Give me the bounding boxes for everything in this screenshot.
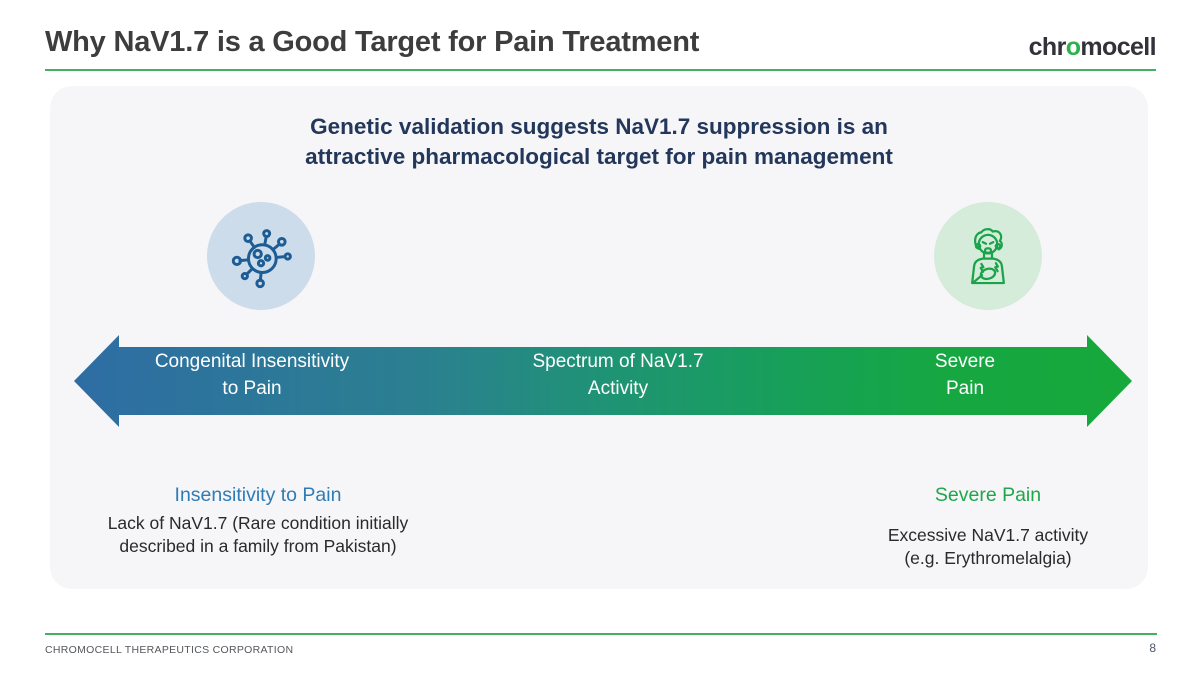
severe-pain-body: Excessive NaV1.7 activity (e.g. Erythrom… bbox=[798, 524, 1178, 570]
insensitivity-to-pain-block: Insensitivity to Pain Lack of NaV1.7 (Ra… bbox=[68, 484, 448, 558]
person-in-pain-icon bbox=[971, 228, 1005, 285]
arrow-label-spectrum: Spectrum of NaV1.7 Activity bbox=[468, 348, 768, 402]
chromocell-logo: chromocell bbox=[1028, 33, 1157, 62]
panel-headline: Genetic validation suggests NaV1.7 suppr… bbox=[50, 112, 1148, 172]
pain-person-icon-circle bbox=[934, 202, 1042, 310]
molecule-icon bbox=[231, 229, 292, 289]
logo-accent-o: o bbox=[1065, 33, 1081, 61]
title-underline bbox=[45, 69, 1156, 71]
severe-pain-block: Severe Pain Excessive NaV1.7 activity (e… bbox=[798, 484, 1178, 570]
arrow-label-severe-pain: Severe Pain bbox=[815, 348, 1115, 402]
arrow-label-right-line1: Severe bbox=[934, 351, 996, 372]
molecule-icon-circle bbox=[207, 202, 315, 310]
arrow-label-center-line1: Spectrum of NaV1.7 bbox=[532, 351, 704, 372]
severe-pain-body-line2: (e.g. Erythromelalgia) bbox=[904, 548, 1072, 568]
spectrum-arrow bbox=[74, 335, 1132, 427]
arrow-label-center-line2: Activity bbox=[587, 378, 649, 399]
arrow-label-right-line2: Pain bbox=[945, 378, 985, 399]
logo-part2: mocell bbox=[1080, 33, 1156, 61]
content-panel: Genetic validation suggests NaV1.7 suppr… bbox=[50, 86, 1148, 589]
arrow-label-congenital-insensitivity: Congenital Insensitivity to Pain bbox=[102, 348, 402, 402]
severe-pain-body-line1: Excessive NaV1.7 activity bbox=[887, 525, 1089, 545]
logo-part1: chr bbox=[1028, 33, 1067, 61]
severe-pain-heading: Severe Pain bbox=[934, 484, 1042, 506]
footer-rule bbox=[45, 633, 1157, 635]
insensitivity-heading: Insensitivity to Pain bbox=[174, 484, 342, 506]
insensitivity-body: Lack of NaV1.7 (Rare condition initially… bbox=[68, 512, 448, 558]
double-arrow-shape bbox=[74, 335, 1132, 427]
arrow-label-left-line1: Congenital Insensitivity bbox=[154, 351, 350, 372]
footer-company: CHROMOCELL THERAPEUTICS CORPORATION bbox=[45, 644, 294, 656]
headline-line2: attractive pharmacological target for pa… bbox=[305, 144, 893, 169]
arrow-label-left-line2: to Pain bbox=[222, 378, 282, 399]
headline-line1: Genetic validation suggests NaV1.7 suppr… bbox=[310, 114, 888, 139]
page-number: 8 bbox=[1149, 641, 1156, 655]
page-title: Why NaV1.7 is a Good Target for Pain Tre… bbox=[45, 26, 700, 58]
insensitivity-body-line2: described in a family from Pakistan) bbox=[119, 536, 397, 556]
insensitivity-body-line1: Lack of NaV1.7 (Rare condition initially bbox=[107, 513, 409, 533]
